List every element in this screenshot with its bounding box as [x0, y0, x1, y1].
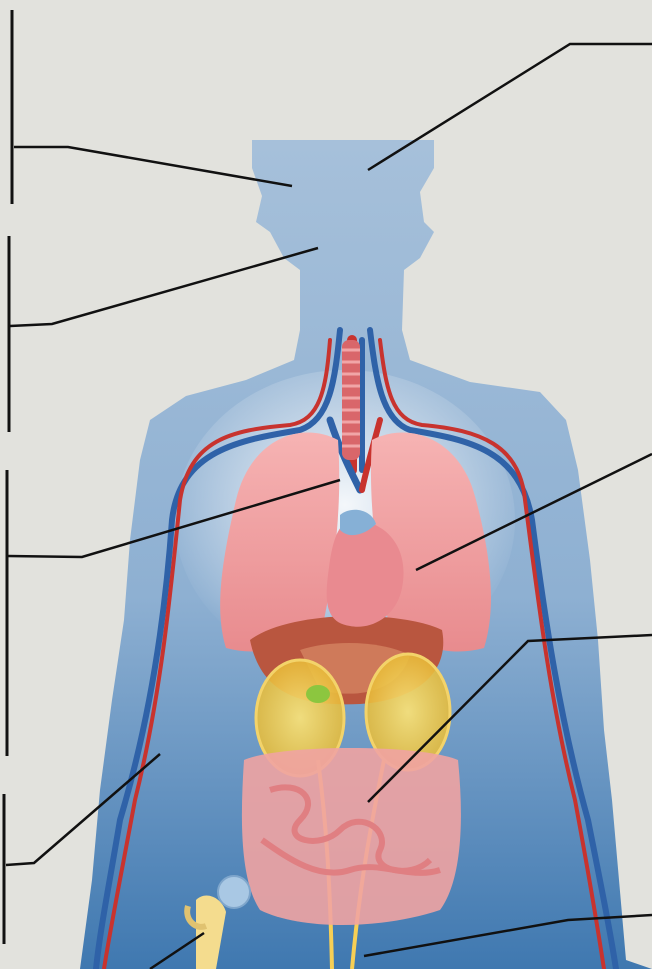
leader-line-neck	[10, 248, 318, 326]
trachea	[342, 340, 360, 460]
intestines	[242, 748, 461, 925]
left-brackets	[4, 10, 12, 944]
leader-line-head	[14, 147, 292, 186]
